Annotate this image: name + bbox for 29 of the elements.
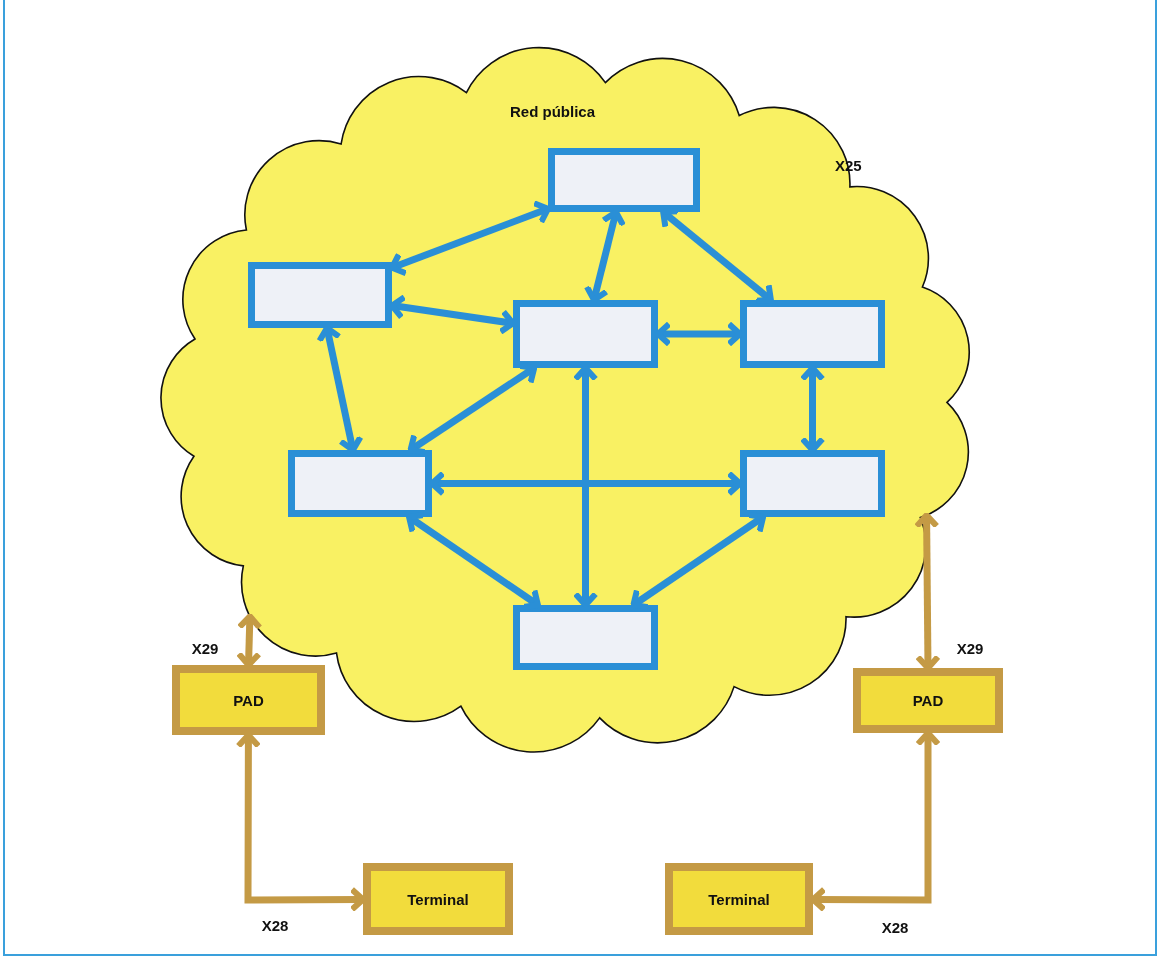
double-arrow (235, 613, 263, 668)
device-box (172, 665, 325, 735)
node-box (248, 262, 392, 328)
protocol-label: X25 (835, 157, 862, 174)
double-arrow (572, 365, 599, 608)
device-label: PAD (912, 692, 944, 709)
double-arrow (429, 470, 743, 497)
device-label: Terminal (407, 890, 469, 908)
double-arrow (235, 732, 366, 913)
node-box (740, 300, 885, 368)
device-box (665, 863, 813, 935)
double-arrow (583, 209, 627, 303)
device-box (853, 668, 1003, 733)
node-box (288, 450, 432, 517)
node-box (513, 605, 658, 670)
node-box (548, 148, 700, 212)
double-arrow (389, 200, 551, 277)
double-arrow (316, 325, 364, 453)
device-label: Terminal (708, 890, 770, 908)
double-arrow (799, 365, 826, 453)
device-box (363, 863, 513, 935)
double-arrow (810, 730, 941, 913)
double-arrow (389, 294, 516, 335)
network-title: Red pública (510, 103, 595, 120)
device-label: PAD (233, 691, 264, 709)
node-box (513, 300, 658, 368)
node-box (740, 450, 885, 517)
double-arrow (655, 321, 743, 347)
double-arrow (913, 512, 941, 671)
